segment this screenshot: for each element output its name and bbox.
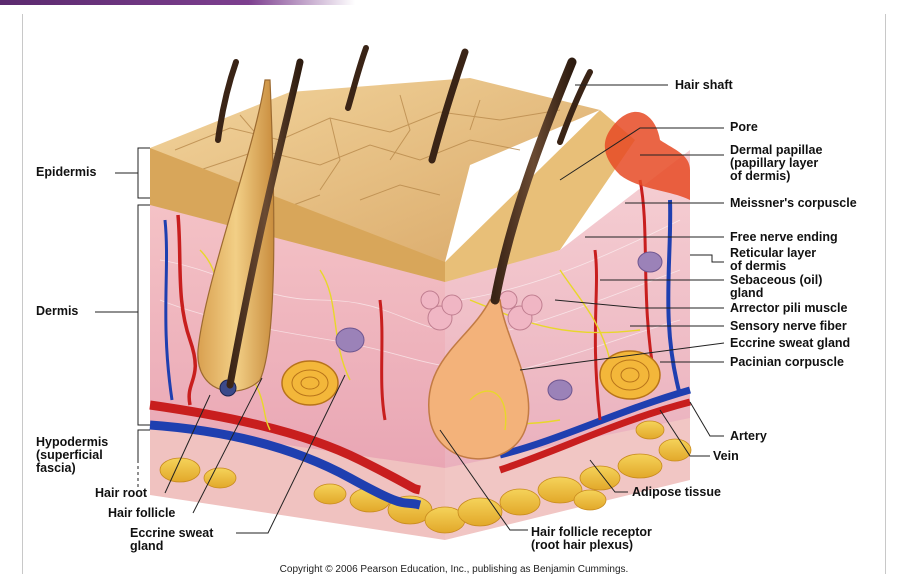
hair-follicle-right bbox=[427, 299, 530, 460]
label-sensory-nerve-fiber: Sensory nerve fiber bbox=[730, 319, 847, 333]
label-hair-follicle: Hair follicle bbox=[108, 506, 176, 520]
label-pacinian-corpuscle: Pacinian corpuscle bbox=[730, 355, 844, 369]
label-epidermis: Epidermis bbox=[36, 165, 97, 179]
epidermis-side bbox=[445, 110, 635, 285]
dermal-papillae bbox=[604, 111, 690, 200]
accent-bar bbox=[0, 0, 355, 5]
label-hair-follicle-receptor: Hair follicle receptor (root hair plexus… bbox=[531, 525, 652, 552]
hair-shaft-main bbox=[490, 57, 577, 305]
label-sebaceous-gland: Sebaceous (oil) gland bbox=[730, 273, 823, 300]
epidermis-front bbox=[150, 148, 445, 285]
copyright-notice: Copyright © 2006 Pearson Education, Inc.… bbox=[279, 564, 629, 575]
hair-left bbox=[226, 58, 304, 389]
label-artery: Artery bbox=[730, 429, 767, 443]
label-dermal-papillae: Dermal papillae (papillary layer of derm… bbox=[730, 143, 823, 183]
label-hair-root: Hair root bbox=[95, 486, 148, 500]
label-free-nerve-ending: Free nerve ending bbox=[730, 230, 838, 244]
label-eccrine-sweat-gland-right: Eccrine sweat gland bbox=[730, 336, 851, 350]
label-adipose-tissue: Adipose tissue bbox=[632, 485, 721, 499]
pacinian-corpuscle bbox=[281, 350, 661, 406]
label-eccrine-sweat-gland-left: Eccrine sweat gland bbox=[130, 526, 214, 553]
slide-frame bbox=[22, 14, 886, 574]
label-arrector-pili: Arrector pili muscle bbox=[730, 301, 848, 315]
label-meissners-corpuscle: Meissner's corpuscle bbox=[730, 196, 857, 210]
label-vein: Vein bbox=[713, 449, 739, 463]
artery-vessel bbox=[149, 400, 421, 495]
label-pore: Pore bbox=[730, 120, 758, 134]
label-dermis: Dermis bbox=[36, 304, 79, 318]
label-hypodermis: Hypodermis (superficial fascia) bbox=[36, 435, 109, 475]
label-hair-shaft: Hair shaft bbox=[675, 78, 733, 92]
label-reticular-layer: Reticular layer of dermis bbox=[730, 246, 817, 273]
vein-vessel bbox=[149, 420, 422, 510]
